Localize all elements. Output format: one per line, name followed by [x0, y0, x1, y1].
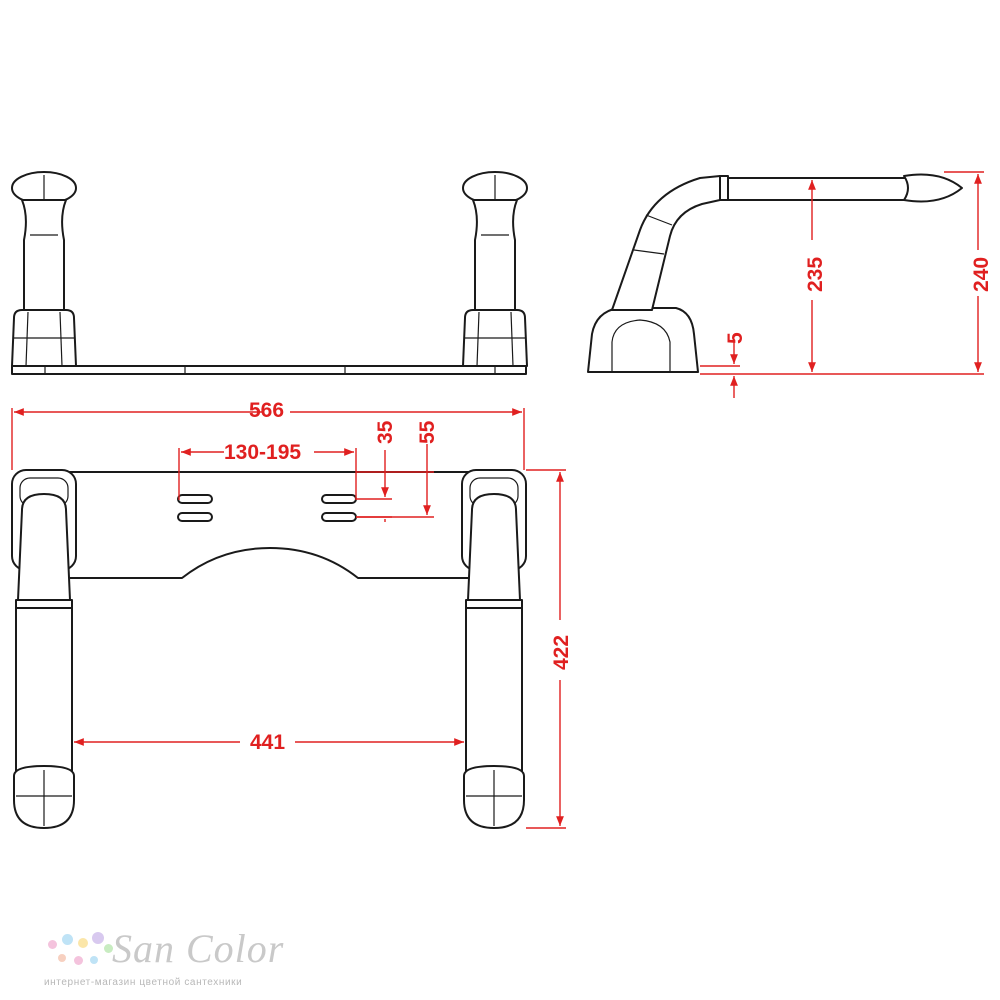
logo-dot — [74, 956, 83, 965]
logo-dot — [78, 938, 88, 948]
front-right-post — [462, 171, 528, 367]
dim-slot-offset-55: 55 — [416, 420, 439, 444]
front-base-plate — [11, 365, 527, 375]
side-base — [587, 307, 699, 373]
dim-depth: 422 — [550, 635, 573, 670]
logo-dot — [62, 934, 73, 945]
side-arm — [611, 175, 721, 311]
logo-dot — [92, 932, 104, 944]
side-end-cap — [903, 173, 963, 203]
side-grab-bar — [727, 177, 911, 201]
plan-right-arm — [461, 469, 527, 829]
dim-base-thickness: 5 — [724, 332, 747, 344]
dim-slot-offset-35: 35 — [374, 420, 397, 444]
dimensions: 566 130-195 35 55 422 441 235 — [11, 171, 993, 829]
side-view — [587, 173, 963, 373]
front-left-post — [11, 171, 77, 367]
plan-left-arm — [11, 469, 77, 829]
dim-overall-width: 566 — [249, 399, 284, 422]
logo-dot — [48, 940, 57, 949]
logo-dot — [90, 956, 98, 964]
logo-dot — [58, 954, 66, 962]
dim-slot-spacing: 130-195 — [224, 441, 301, 464]
plan-view — [11, 469, 527, 829]
logo-dot — [104, 944, 113, 953]
dim-total-height: 240 — [970, 257, 993, 292]
logo-title: San Color — [112, 926, 285, 971]
front-view — [11, 171, 528, 375]
logo-subtitle: интернет-магазин цветной сантехники — [44, 977, 243, 988]
mounting-slots — [177, 494, 357, 522]
dim-inner-width: 441 — [250, 731, 285, 754]
dim-bar-height: 235 — [804, 257, 827, 292]
